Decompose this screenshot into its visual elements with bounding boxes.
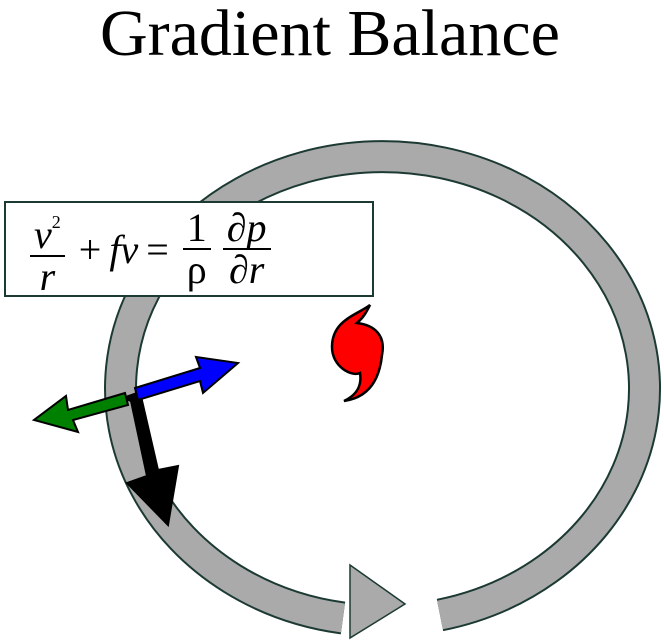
term4-denominator: ∂r: [228, 247, 265, 292]
term1-exponent: 2: [51, 211, 61, 232]
plus-sign: +: [78, 226, 102, 272]
hurricane-icon: [330, 303, 385, 403]
gradient-wind-equation: v2 r + fv = 1 ρ ∂p ∂r: [4, 201, 374, 297]
pressure-gradient-term: ∂p ∂r: [222, 208, 271, 292]
inverse-density-term: 1 ρ: [182, 208, 211, 292]
coriolis-force-arrow: [133, 355, 241, 402]
diagram-title: Gradient Balance: [100, 0, 560, 70]
term1-denominator: r: [39, 253, 56, 299]
term4-numerator: ∂p: [222, 208, 271, 250]
term1-numerator: v: [34, 211, 52, 257]
equals-sign: =: [146, 226, 169, 272]
term3-numerator: 1: [182, 208, 211, 250]
centrifugal-force-arrow: [31, 391, 130, 434]
centrifugal-term: v2 r: [30, 202, 65, 297]
pressure-gradient-force-arrow: [120, 390, 180, 528]
coriolis-term: fv: [109, 226, 139, 272]
term3-denominator: ρ: [186, 247, 207, 292]
